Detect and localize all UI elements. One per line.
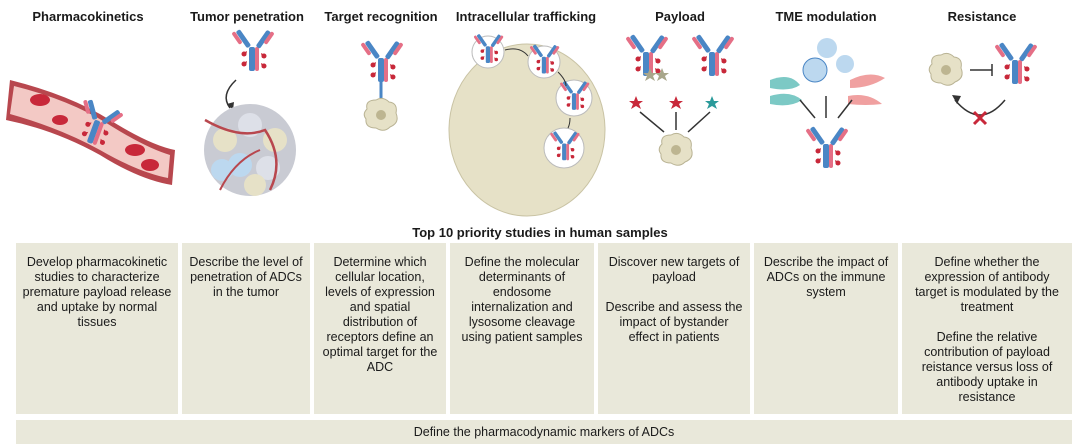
study-text: Describe the level of penetration of ADC… bbox=[189, 255, 303, 299]
study-box-tme-modulation: Describe the impact of ADCs on the immun… bbox=[754, 243, 898, 414]
tme-modulation-illustration bbox=[770, 38, 885, 168]
title-tumor-penetration: Tumor penetration bbox=[190, 9, 304, 24]
title-resistance: Resistance bbox=[947, 9, 1017, 24]
tumor-penetration-illustration bbox=[204, 29, 296, 196]
study-box-payload: Discover new targets of payload Describe… bbox=[598, 243, 750, 414]
payload-illustration bbox=[625, 34, 735, 166]
study-box-tumor-penetration: Describe the level of penetration of ADC… bbox=[182, 243, 310, 414]
study-text: Describe and assess the impact of bystan… bbox=[605, 300, 743, 344]
study-text: Discover new targets of payload bbox=[608, 255, 740, 284]
title-target-recognition: Target recognition bbox=[324, 9, 438, 24]
study-text: Determine which cellular location, level… bbox=[322, 255, 438, 374]
study-text: Define whether the expression of antibod… bbox=[915, 255, 1059, 314]
title-payload: Payload bbox=[655, 9, 705, 24]
study-text: Define the molecular determinants of end… bbox=[461, 255, 583, 344]
study-text: Define the relative contribution of payl… bbox=[921, 330, 1053, 404]
intracellular-trafficking-illustration bbox=[448, 33, 606, 217]
study-text: Describe the impact of ADCs on the immun… bbox=[763, 255, 889, 299]
section-title: Top 10 priority studies in human samples bbox=[412, 225, 668, 240]
target-recognition-illustration bbox=[360, 40, 404, 131]
study-box-target-recognition: Determine which cellular location, level… bbox=[314, 243, 446, 414]
study-box-pharmacokinetics: Develop pharmacokinetic studies to chara… bbox=[16, 243, 178, 414]
title-pharmacokinetics: Pharmacokinetics bbox=[32, 9, 144, 24]
study-box-resistance: Define whether the expression of antibod… bbox=[902, 243, 1072, 414]
study-text: Develop pharmacokinetic studies to chara… bbox=[22, 255, 172, 329]
illustration-row bbox=[6, 29, 1038, 217]
blood-vessel-illustration bbox=[6, 80, 175, 185]
bottom-study-bar: Define the pharmacodynamic markers of AD… bbox=[16, 420, 1072, 444]
study-box-intracellular-trafficking: Define the molecular determinants of end… bbox=[450, 243, 594, 414]
title-intracellular-trafficking: Intracellular trafficking bbox=[455, 9, 597, 24]
resistance-illustration bbox=[928, 42, 1038, 126]
title-tme-modulation: TME modulation bbox=[775, 9, 877, 24]
